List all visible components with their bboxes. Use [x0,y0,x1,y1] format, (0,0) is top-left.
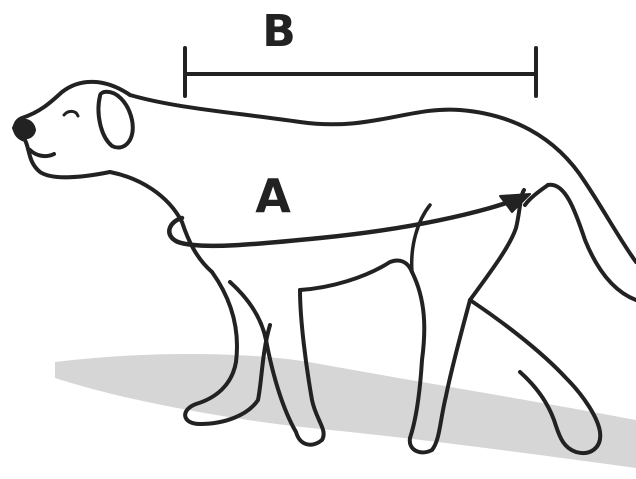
dog-chest-line [110,172,212,272]
measurement-b-bracket [185,48,536,96]
dog-back-line [130,95,636,262]
measurement-b-label: B [262,6,296,57]
measurement-a-arrow [169,199,518,246]
dog-ear-line [99,92,133,148]
dog-belly-line [300,260,412,290]
measurement-a-label: A [255,169,291,223]
